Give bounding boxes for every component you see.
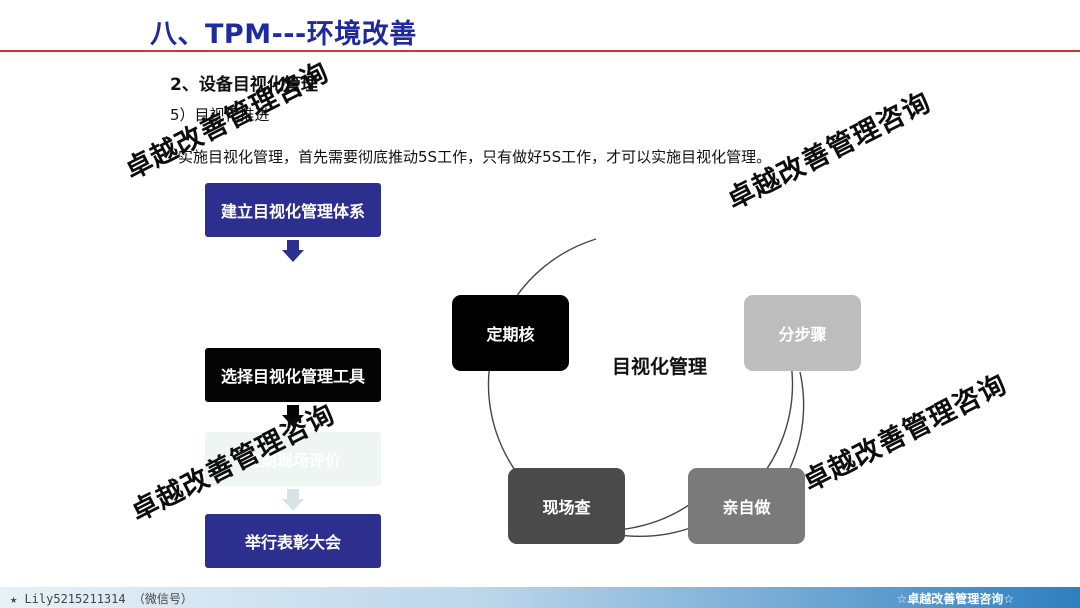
flow-step-select-tools: 选择目视化管理工具	[205, 348, 381, 402]
cycle-node-step-by-step: 分步骤	[744, 295, 861, 371]
section-heading: 2、设备目视化管理	[170, 75, 318, 95]
cycle-node-site-inspection: 现场查	[508, 468, 625, 544]
subsection-heading: 5）目视化推进	[170, 106, 270, 124]
down-arrow-icon	[282, 240, 304, 262]
down-arrow-icon	[282, 405, 304, 427]
cycle-node-do-it-yourself: 亲自做	[688, 468, 805, 544]
cycle-center-label: 目视化管理	[612, 356, 708, 378]
down-arrow-icon	[282, 489, 304, 511]
slide-title: 八、TPM---环境改善	[150, 19, 417, 50]
footer-wechat-id: ★ Lily5215211314 （微信号）	[10, 592, 193, 606]
flow-step-build-system: 建立目视化管理体系	[205, 183, 381, 237]
footer-brand: ☆卓越改善管理咨询☆	[896, 592, 1014, 606]
flow-step-site-evaluation: 定期现场评价	[205, 432, 381, 486]
title-divider	[0, 50, 1080, 52]
footer-bar	[0, 587, 1080, 608]
flow-step-award-ceremony: 举行表彰大会	[205, 514, 381, 568]
cycle-node-periodic-check: 定期核	[452, 295, 569, 371]
body-paragraph: 实施目视化管理，首先需要彻底推动5S工作，只有做好5S工作，才可以实施目视化管理…	[178, 148, 772, 166]
